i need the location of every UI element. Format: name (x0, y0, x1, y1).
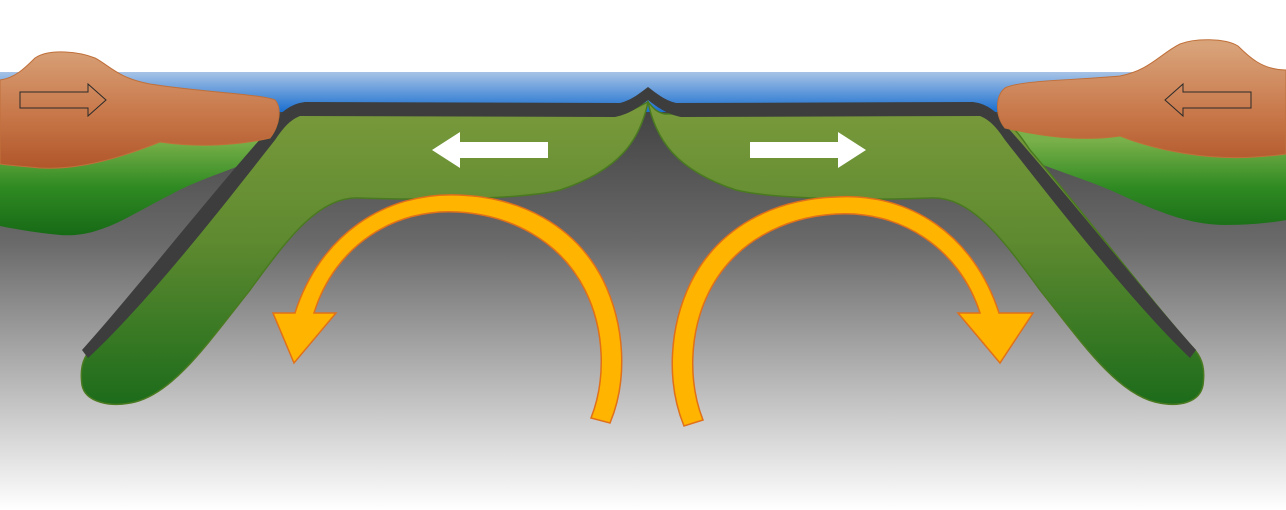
continent-right (997, 39, 1286, 159)
oceanic-plate-right (646, 99, 1205, 406)
continent-motion-arrow-left (19, 82, 107, 118)
plate-motion-arrow-left (432, 132, 548, 168)
plate-motion-arrow-right (750, 132, 866, 168)
convection-current-left (271, 194, 623, 424)
continent-left (0, 51, 280, 169)
oceanic-crust-left (82, 87, 648, 358)
continent-motion-arrow-right (1164, 82, 1252, 118)
convection-current-right (671, 195, 1035, 427)
oceanic-crust-right (648, 87, 1196, 358)
